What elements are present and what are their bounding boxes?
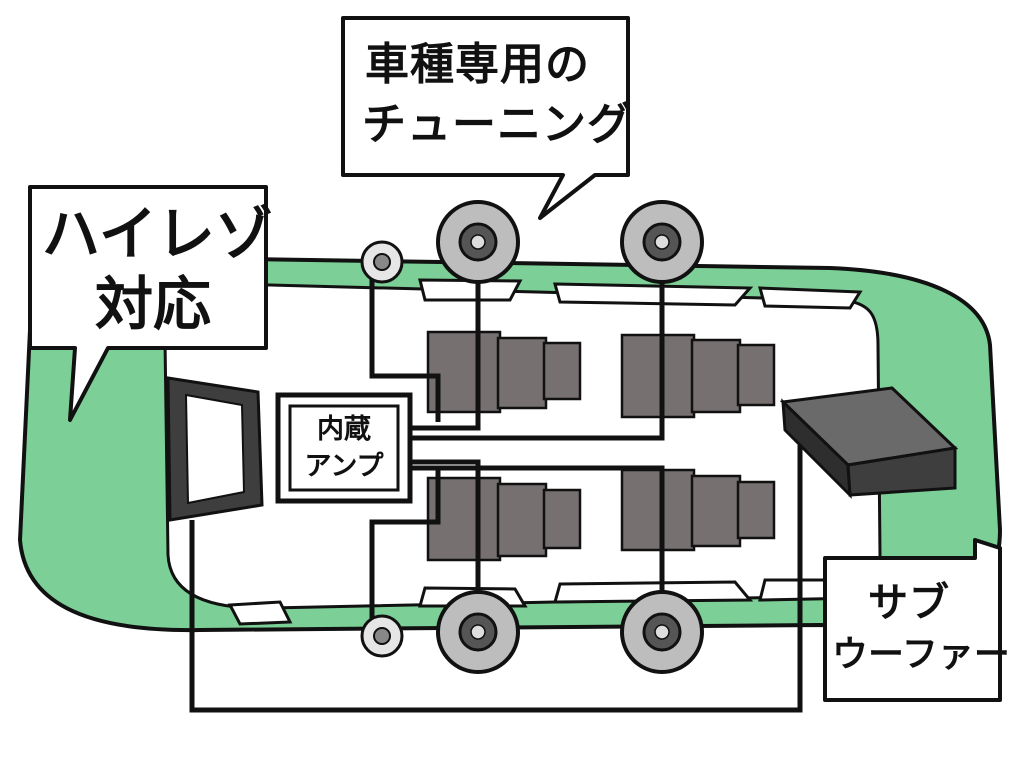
subwoofer-label-line1: サブ <box>868 580 950 626</box>
amp-label-line1: 内蔵 <box>317 414 371 445</box>
seat-rear-right <box>620 468 776 552</box>
speaker-rear-left <box>620 200 704 284</box>
tuning-label-line1: 車種専用の <box>365 39 590 90</box>
amp-box <box>275 392 413 504</box>
speaker-front-left <box>436 200 520 284</box>
subwoofer-label-line2: ウーファー <box>832 634 1010 675</box>
seat-front-right <box>426 476 582 562</box>
callout-subwoofer <box>823 538 1002 702</box>
speakers <box>360 200 704 674</box>
callouts <box>28 16 1002 702</box>
seat-rear-left <box>620 333 776 419</box>
window-mid-left <box>553 282 754 307</box>
wiring <box>189 262 803 713</box>
hires-label-line2: 対応 <box>95 270 212 338</box>
hires-label-line1: ハイレゾ <box>42 200 273 268</box>
tweeter-left <box>360 240 404 284</box>
callout-hires <box>28 185 268 422</box>
head-unit-display <box>166 376 264 522</box>
speaker-rear-right <box>620 590 704 674</box>
tweeter-right <box>360 614 404 658</box>
subwoofer-box <box>779 386 959 499</box>
seat-front-left <box>426 330 582 414</box>
tuning-label-line2: チューニング <box>362 99 632 150</box>
speaker-front-right <box>436 590 520 674</box>
callout-tuning <box>341 16 630 220</box>
amp-label-line2: アンプ <box>304 451 384 482</box>
window-rear-left <box>758 286 863 310</box>
window-front-corner <box>227 600 293 626</box>
